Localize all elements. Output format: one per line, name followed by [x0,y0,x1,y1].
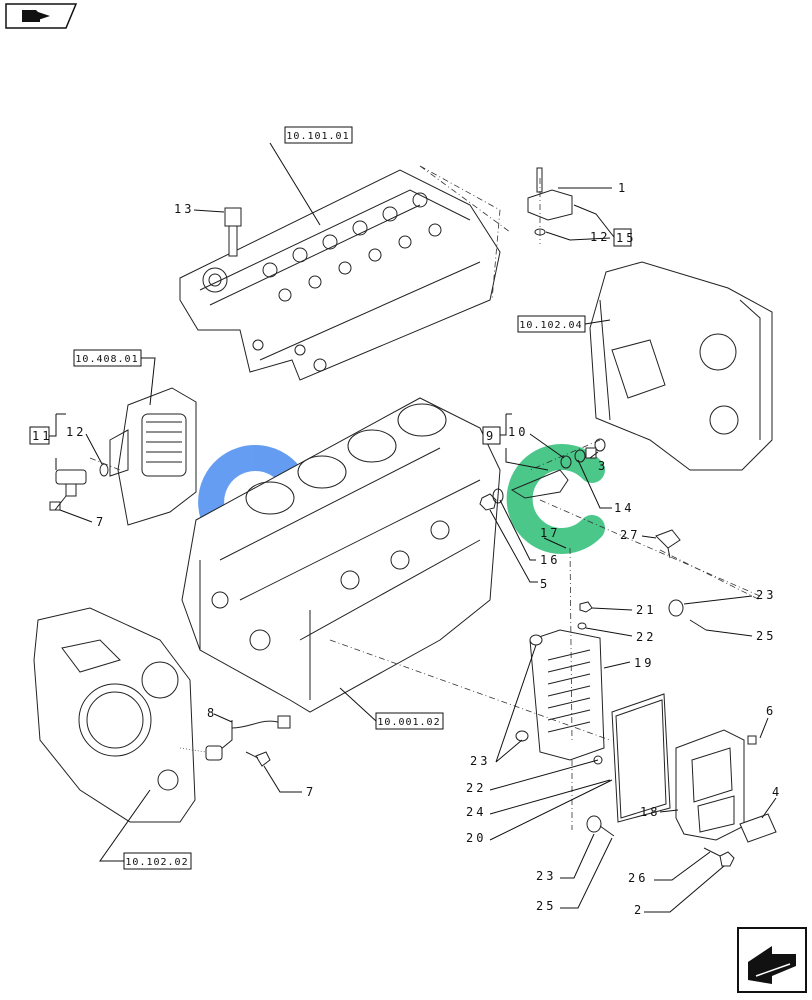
svg-text:10.408.01: 10.408.01 [75,354,138,365]
clip-27-drawing [655,529,681,559]
callout-12-left[interactable]: 12 [66,425,103,465]
svg-text:15: 15 [616,231,636,245]
sensor-11-drawing [55,463,109,497]
next-page-arrow-icon[interactable] [737,927,807,993]
bolt-7b-drawing [245,751,271,767]
ref-box-flywheel-housing[interactable]: 10.102.04 [517,315,586,333]
svg-text:23: 23 [536,869,556,883]
svg-text:16: 16 [540,553,560,567]
svg-text:10.101.01: 10.101.01 [286,131,349,142]
book-arrow-icon[interactable] [5,3,78,29]
svg-text:12: 12 [66,425,86,439]
watermark-letter-green [506,444,605,554]
svg-text:6: 6 [766,704,776,718]
svg-text:2: 2 [634,903,644,917]
ecu-bracket-drawing [515,629,605,761]
svg-text:25: 25 [536,899,556,913]
callout-21[interactable]: 21 [591,603,656,617]
callout-6[interactable]: 6 [759,704,776,739]
speed-sensor-drawing [179,715,291,761]
callout-16[interactable]: 16 [499,499,560,567]
callout-18[interactable]: 18 [640,805,679,819]
cylinder-head-drawing [179,169,501,381]
callout-7-bottom[interactable]: 7 [263,765,316,799]
sensor-13-drawing [224,207,242,257]
svg-text:9: 9 [486,429,496,443]
callout-23-left[interactable]: 23 [470,644,537,768]
callout-23-bottom[interactable]: 23 [536,833,595,883]
svg-text:7: 7 [306,785,316,799]
svg-text:10: 10 [508,425,528,439]
plug-5-drawing [479,488,504,511]
callout-19[interactable]: 19 [603,656,654,670]
svg-text:20: 20 [466,831,486,845]
bolt-7a-drawing [49,495,67,511]
svg-text:4: 4 [772,785,782,799]
callout-9[interactable]: 9 [482,413,549,471]
svg-text:23: 23 [756,588,776,602]
svg-text:23: 23 [470,754,490,768]
callout-24[interactable]: 24 [466,779,611,819]
callout-15[interactable]: 15 [573,204,636,247]
callout-13[interactable]: 13 [174,202,225,216]
callout-1[interactable]: 1 [558,181,628,195]
callout-7-left[interactable]: 7 [59,509,106,529]
svg-text:11: 11 [32,429,52,443]
ref-box-oil-cooler[interactable]: 10.408.01 [73,349,142,367]
callout-8[interactable]: 8 [207,706,233,723]
callout-5[interactable]: 5 [489,509,550,591]
fuel-line-drawing [510,438,606,499]
sensor-bracket-drawing [527,167,573,236]
svg-text:1: 1 [618,181,628,195]
svg-text:18: 18 [640,805,660,819]
svg-text:12: 12 [590,230,610,244]
svg-text:25: 25 [756,629,776,643]
callout-2[interactable]: 2 [634,865,725,917]
svg-text:7: 7 [96,515,106,529]
callout-17[interactable]: 17 [540,526,567,549]
svg-text:24: 24 [466,805,486,819]
svg-text:22: 22 [466,781,486,795]
svg-text:21: 21 [636,603,656,617]
svg-text:10.102.02: 10.102.02 [125,857,188,868]
ecu-drawing [675,729,745,841]
ref-box-cylinder-head[interactable]: 10.101.01 [284,126,353,144]
callout-22-bottom[interactable]: 22 [466,759,599,795]
callout-3[interactable]: 3 [589,451,608,473]
gasket-drawing [611,693,671,823]
callout-26[interactable]: 26 [628,851,711,885]
callout-10[interactable]: 10 [508,425,565,459]
callout-11[interactable]: 11 [29,413,66,470]
svg-text:27: 27 [620,528,640,542]
fasteners-drawing [577,599,757,867]
callout-4[interactable]: 4 [761,785,782,819]
svg-text:8: 8 [207,706,217,720]
svg-text:22: 22 [636,630,656,644]
svg-text:10.102.04: 10.102.04 [519,320,582,331]
cover-4-drawing [739,813,777,843]
flywheel-housing-drawing [589,261,773,471]
svg-text:17: 17 [540,526,560,540]
svg-text:19: 19 [634,656,654,670]
callout-14[interactable]: 14 [577,459,634,515]
svg-text:10.001.02: 10.001.02 [377,717,440,728]
callout-25-right[interactable]: 25 [705,629,776,643]
ref-box-engine-block[interactable]: 10.001.02 [375,712,444,730]
callout-25-bottom[interactable]: 25 [536,837,613,913]
callout-27[interactable]: 27 [620,528,657,542]
svg-text:5: 5 [540,577,550,591]
callout-12-top[interactable]: 12 [545,230,611,244]
ref-box-front-cover[interactable]: 10.102.02 [123,852,192,870]
oil-cooler-drawing [109,387,197,526]
svg-text:14: 14 [614,501,634,515]
svg-text:26: 26 [628,871,648,885]
callout-23-right[interactable]: 23 [683,588,776,605]
svg-text:3: 3 [598,459,608,473]
engine-block-drawing [181,397,501,713]
callout-22-top[interactable]: 22 [585,627,656,644]
front-cover-drawing [33,607,196,823]
svg-text:13: 13 [174,202,194,216]
callout-20[interactable]: 20 [466,779,613,845]
